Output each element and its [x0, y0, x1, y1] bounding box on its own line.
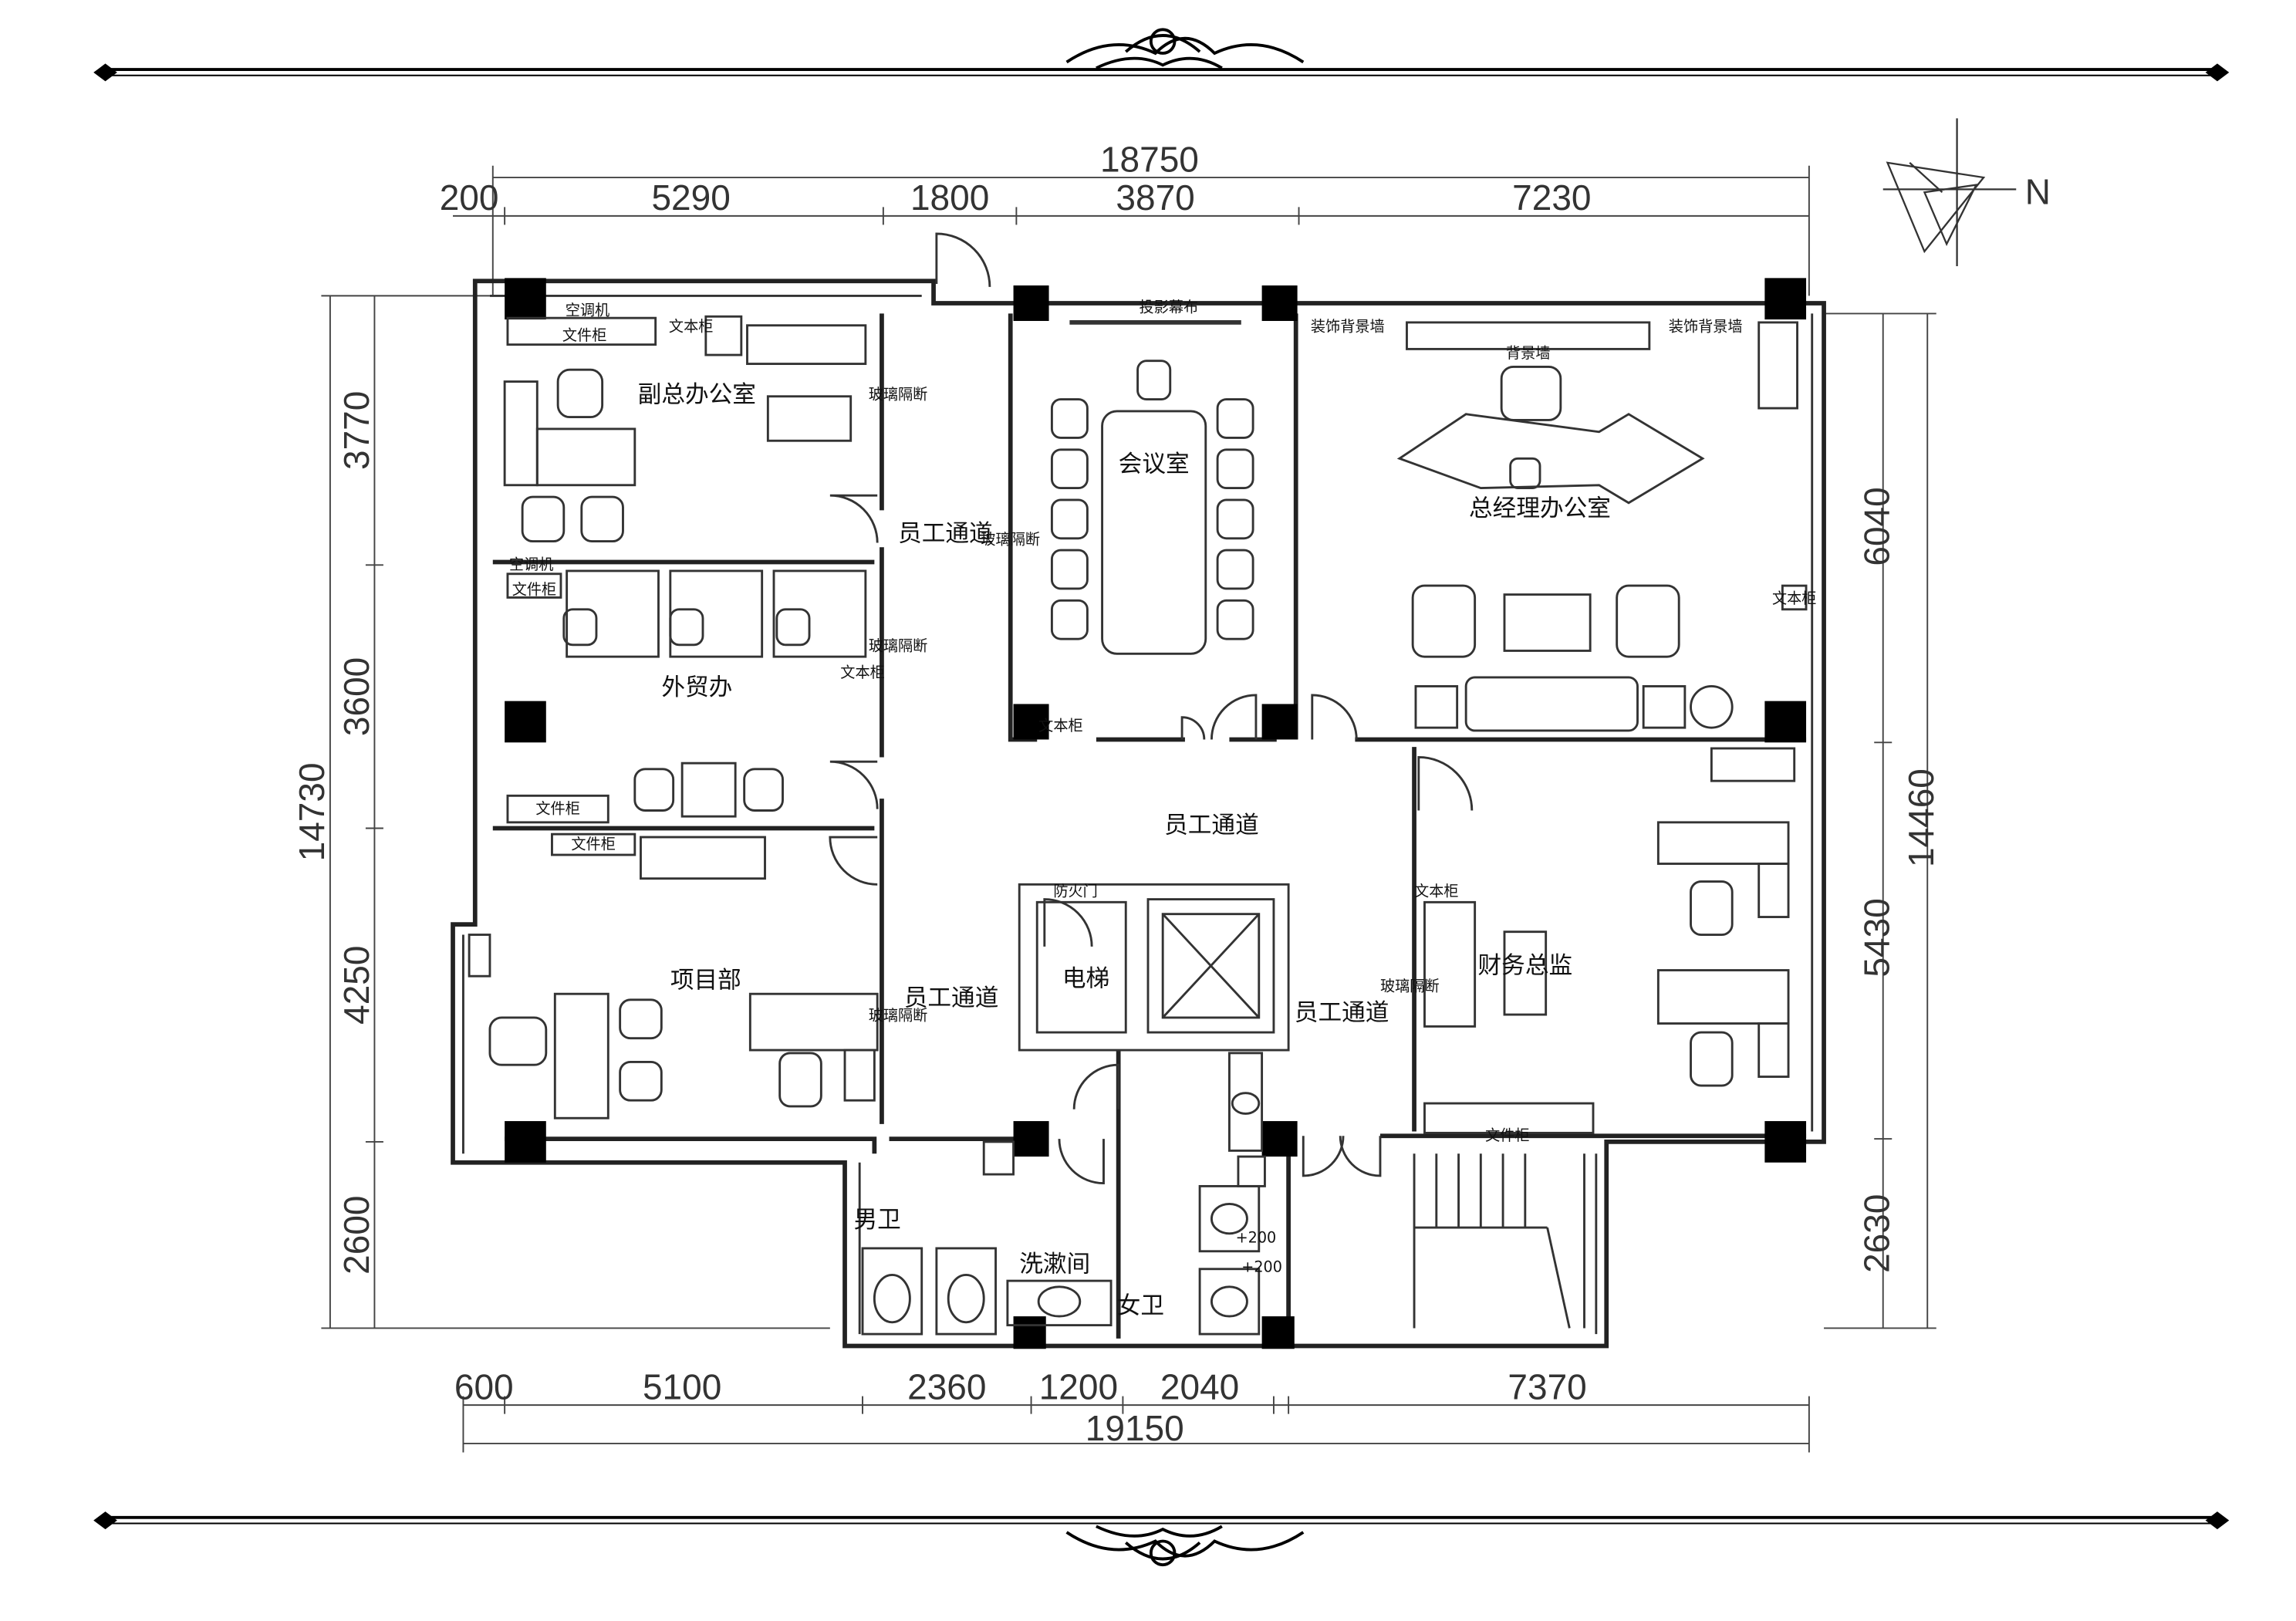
label-doc-cabinet-4: 文本柜 [1772, 589, 1816, 607]
room-label-meeting: 会议室 [1119, 451, 1190, 478]
label-file-cabinet-2: 文件柜 [512, 581, 556, 599]
right-dim-2: 5430 [1856, 898, 1896, 977]
label-glass-partition-2: 玻璃隔断 [869, 637, 928, 654]
left-dimensions [321, 295, 830, 1329]
structural-columns [505, 278, 1807, 1349]
top-dim-2: 5290 [651, 177, 730, 218]
compass-letter: N [2025, 172, 2051, 212]
room-labels: 副总办公室 外贸办 项目部 会议室 总经理办公室 财务总监 员工通道 员工通道 … [638, 381, 1611, 1319]
room-label-wash-room: 洗漱间 [1019, 1251, 1090, 1278]
right-total-dim: 14460 [1901, 768, 1941, 867]
bottom-dim-4: 1200 [1039, 1366, 1118, 1407]
top-ornament-border [93, 28, 2230, 82]
bottom-dim-3: 2360 [907, 1366, 986, 1407]
right-dim-1: 6040 [1856, 487, 1896, 566]
bottom-dim-6: 7370 [1508, 1366, 1586, 1407]
top-dim-3: 1800 [910, 177, 989, 218]
room-label-foreign-trade: 外贸办 [661, 674, 732, 701]
room-label-gm: 总经理办公室 [1469, 495, 1611, 522]
staircase [1413, 1153, 1585, 1329]
bottom-dim-5: 2040 [1160, 1366, 1239, 1407]
top-scroll-ornament [1065, 28, 1305, 69]
label-doc-cabinet-3: 文本柜 [1038, 717, 1082, 735]
label-elev-offset-2: +200 [1241, 1258, 1282, 1276]
label-air-conditioner-1: 空调机 [566, 301, 609, 319]
label-projector-screen: 投影幕布 [1140, 298, 1199, 316]
label-file-cabinet-1: 文件柜 [562, 326, 606, 344]
bottom-ornament-border [93, 1511, 2230, 1567]
left-dim-1: 3770 [336, 391, 376, 470]
bottom-total-dim: 19150 [1086, 1408, 1184, 1448]
bottom-dim-1: 600 [454, 1366, 514, 1407]
label-file-cabinet-3: 文件柜 [535, 799, 579, 817]
room-label-womens-wc: 女卫 [1117, 1292, 1164, 1319]
room-label-corridor-left: 员工通道 [904, 985, 999, 1012]
meeting-table [1050, 320, 1254, 655]
room-label-corridor-main: 员工通道 [1164, 812, 1259, 839]
vice-gm-furniture [503, 315, 867, 543]
label-air-conditioner-2: 空调机 [509, 556, 553, 573]
label-deco-bg-wall-2: 装饰背景墙 [1669, 317, 1743, 335]
room-label-project: 项目部 [670, 968, 741, 995]
label-deco-bg-wall-1: 装饰背景墙 [1311, 317, 1385, 335]
right-dim-3: 2630 [1856, 1194, 1896, 1273]
door-swings [829, 232, 1474, 1185]
label-bg-wall: 背景墙 [1506, 344, 1550, 362]
label-glass-partition-4: 玻璃隔断 [981, 530, 1040, 548]
right-dimensions [1824, 312, 1936, 1329]
room-label-vice-gm: 副总办公室 [638, 381, 756, 408]
annotation-labels: 文件柜 文件柜 文件柜 文件柜 文件柜 空调机 空调机 文本柜 文本柜 文本柜 … [509, 298, 1817, 1275]
project-dept-furniture [468, 832, 879, 1120]
compass-icon [1882, 118, 2017, 267]
interior-walls [492, 313, 1807, 1339]
left-dim-2: 3600 [336, 657, 376, 736]
gm-office-furniture [1396, 321, 1808, 732]
label-doc-cabinet-1: 文本柜 [669, 317, 713, 335]
label-glass-partition-1: 玻璃隔断 [869, 386, 928, 404]
foreign-trade-furniture [506, 569, 867, 824]
label-fire-door: 防火门 [1053, 883, 1097, 900]
finance-furniture [1423, 747, 1796, 1134]
left-dim-3: 4250 [336, 946, 376, 1025]
room-label-mens-wc: 男卫 [854, 1207, 901, 1234]
label-file-cabinet-4: 文件柜 [571, 835, 615, 853]
room-label-elevator: 电梯 [1062, 966, 1109, 993]
top-total-dim: 18750 [1100, 139, 1199, 179]
top-dim-5: 7230 [1512, 177, 1591, 218]
exterior-walls [451, 279, 1826, 1349]
room-label-corridor-right: 员工通道 [1295, 1000, 1389, 1027]
top-dim-4: 3870 [1116, 177, 1194, 218]
bottom-scroll-ornament [1065, 1525, 1305, 1567]
left-total-dim: 14730 [292, 762, 332, 861]
left-dim-4: 2600 [336, 1195, 376, 1274]
label-glass-partition-3: 玻璃隔断 [869, 1007, 928, 1025]
bottom-dim-2: 5100 [643, 1366, 721, 1407]
label-elev-offset-1: +200 [1236, 1228, 1277, 1246]
label-file-cabinet-5: 文件柜 [1485, 1126, 1529, 1144]
bottom-dimensions [462, 1396, 1810, 1453]
label-doc-cabinet-2: 文本柜 [840, 664, 884, 681]
room-label-corridor-top: 员工通道 [898, 521, 993, 548]
restroom-fixtures [861, 1052, 1266, 1336]
label-glass-partition-5: 玻璃隔断 [1380, 977, 1440, 995]
top-dim-1: 200 [440, 177, 499, 218]
top-dimensions [453, 165, 1810, 296]
room-label-finance: 财务总监 [1478, 952, 1573, 979]
label-doc-cabinet-5: 文本柜 [1414, 883, 1458, 900]
